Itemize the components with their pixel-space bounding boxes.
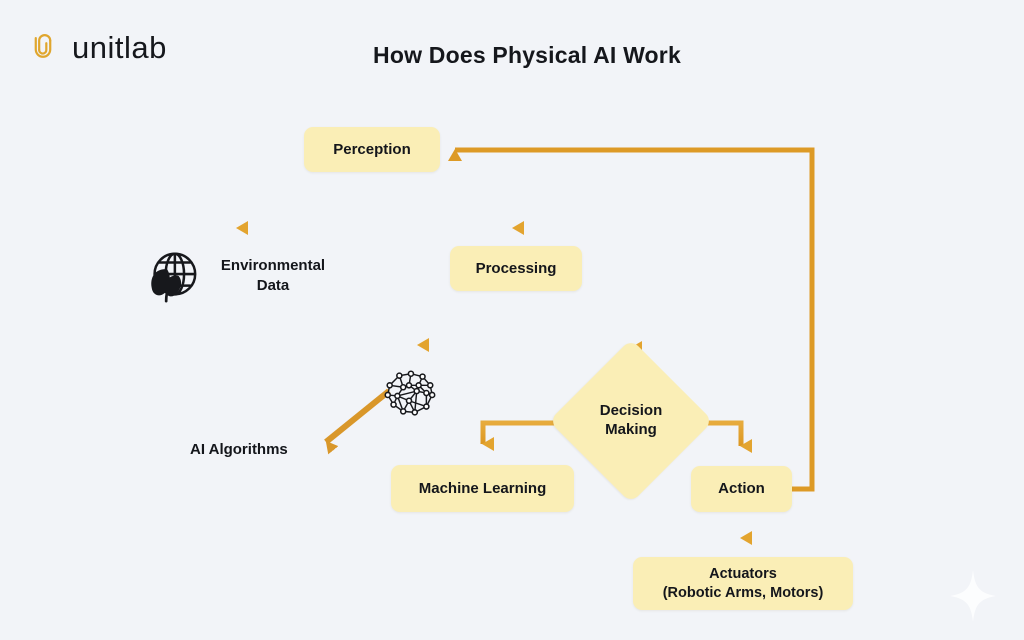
brand-name: unitlab [72, 29, 167, 65]
node-perception[interactable]: Perception [304, 127, 440, 172]
edge-decision-to-machine-learning [480, 420, 573, 451]
node-actuators-line1: Actuators [709, 565, 777, 582]
four-point-star-icon [950, 570, 996, 622]
label-ai-algorithms: AI Algorithms [190, 440, 314, 460]
brand-logo: unitlab [26, 30, 167, 64]
neural-brain-icon [378, 366, 440, 422]
node-decision-making[interactable]: Decision Making [548, 338, 714, 504]
page-title: How Does Physical AI Work [373, 42, 681, 68]
label-environmental-data: Environmental Data [208, 256, 338, 295]
node-decision-line2: Making [605, 421, 657, 438]
node-processing[interactable]: Processing [450, 246, 582, 291]
node-actuators[interactable]: Actuators (Robotic Arms, Motors) [633, 557, 853, 610]
node-machine-learning[interactable]: Machine Learning [391, 465, 574, 512]
node-action-label: Action [718, 480, 765, 498]
globe-plant-icon [140, 247, 202, 305]
edge-action-to-perception-feedback [448, 147, 815, 492]
node-perception-label: Perception [333, 140, 411, 158]
node-decision-making-label: Decision Making [573, 363, 689, 479]
node-processing-label: Processing [475, 259, 557, 277]
edge-brain-to-ai-algorithms [324, 388, 391, 455]
node-actuators-line2: (Robotic Arms, Motors) [662, 584, 824, 601]
label-environmental-line1: Environmental [220, 257, 326, 274]
node-decision-line1: Decision [599, 402, 663, 420]
label-ai-algorithms-text: AI Algorithms [190, 441, 288, 458]
unitlab-spiral-logo-icon [34, 34, 52, 58]
node-action[interactable]: Action [691, 466, 792, 512]
label-environmental-line2: Data [256, 276, 290, 294]
node-machine-learning-label: Machine Learning [418, 479, 547, 497]
